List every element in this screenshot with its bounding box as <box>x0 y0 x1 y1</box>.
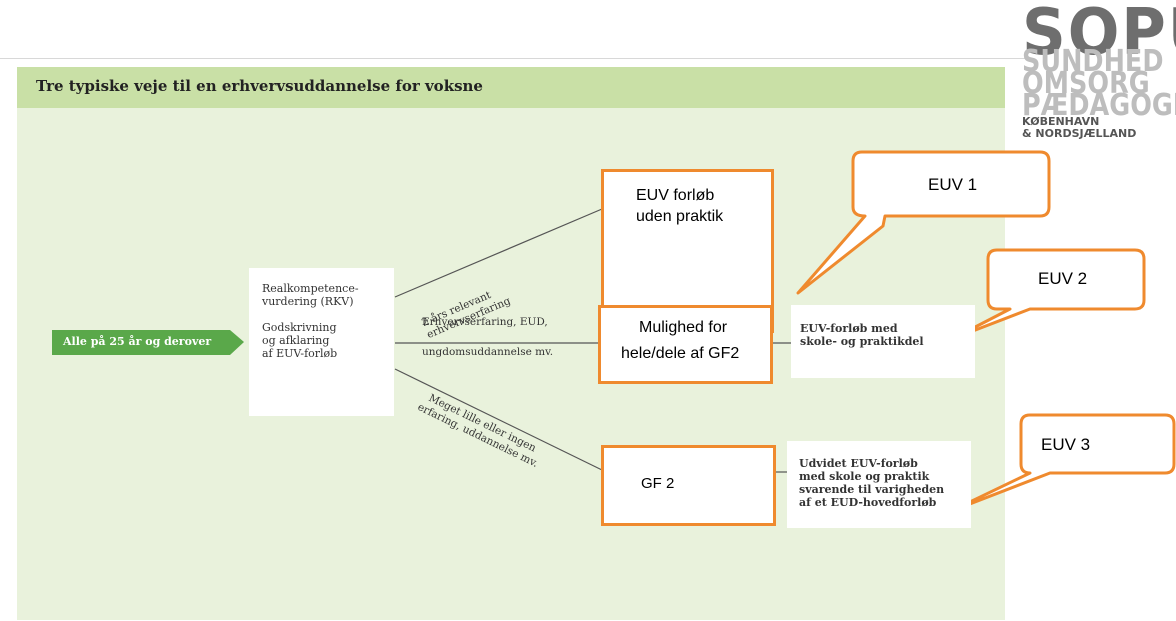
logo-main-text: SOPU <box>1022 0 1176 70</box>
callout-euv1-text: EUV 1 <box>928 175 978 194</box>
logo-location: KØBENHAVN & NORDSJÆLLAND <box>1022 116 1136 140</box>
result-middle-line1: EUV-forløb med <box>800 322 898 335</box>
box-mulighed-line1: Mulighed for <box>639 319 728 336</box>
box-mulighed-gf2: Mulighed for hele/dele af GF2 <box>598 305 773 384</box>
rkv-line3: Godskrivning <box>262 321 337 334</box>
path-label-middle-line2: ungdomsuddannelse mv. <box>422 346 554 358</box>
path-line-upper <box>394 208 603 298</box>
title-bar <box>17 67 1005 108</box>
result-lower-box: Udvidet EUV-forløb med skole og praktik … <box>787 441 971 528</box>
callout-euv2 <box>950 248 1146 341</box>
path-label-middle-line1: Erhvervserfaring, EUD, <box>422 316 548 328</box>
path-line-lower <box>394 368 603 471</box>
rkv-line4: og afklaring <box>262 334 330 347</box>
callout-euv2-text: EUV 2 <box>1038 269 1088 288</box>
box-gf2-label: GF 2 <box>641 475 675 492</box>
logo-sub-omsorg: OMSORG <box>1022 66 1150 101</box>
box-euv1-line1: EUV forløb <box>636 187 715 204</box>
callout-euv3 <box>947 413 1176 514</box>
diagram-title: Tre typiske veje til en erhvervsuddannel… <box>36 77 483 95</box>
result-middle-box: EUV-forløb med skole- og praktikdel <box>791 305 975 378</box>
box-mulighed-line2: hele/dele af GF2 <box>621 345 740 362</box>
header-divider <box>0 58 1030 59</box>
result-lower-line4: af et EUD-hovedforløb <box>799 496 937 509</box>
result-lower-line3: svarende til varigheden <box>799 483 945 496</box>
logo-sub-paedagogik: PÆDAGOGIK <box>1022 88 1176 123</box>
result-lower-line2: med skole og praktik <box>799 470 930 483</box>
rkv-line1: Realkompetence- <box>262 282 359 295</box>
logo-location-line2: & NORDSJÆLLAND <box>1022 127 1137 140</box>
start-arrow <box>52 330 244 355</box>
logo-location-line1: KØBENHAVN <box>1022 115 1100 128</box>
rkv-box: Realkompetence- vurdering (RKV) Godskriv… <box>249 268 394 416</box>
callout-euv3-text: EUV 3 <box>1041 435 1091 454</box>
callout-euv1 <box>796 150 1051 295</box>
rkv-line5: af EUV-forløb <box>262 347 338 360</box>
sopu-logo: SOPU SUNDHED OMSORG PÆDAGOGIK KØBENHAVN … <box>1008 0 1176 150</box>
rkv-line2: vurdering (RKV) <box>262 295 354 308</box>
result-middle-line2: skole- og praktikdel <box>800 335 924 348</box>
logo-sub-sundhed: SUNDHED <box>1022 44 1164 79</box>
start-label: Alle på 25 år og derover <box>63 335 212 348</box>
box-euv1-line2: uden praktik <box>636 208 724 225</box>
box-gf2: GF 2 <box>601 445 776 526</box>
result-lower-line1: Udvidet EUV-forløb <box>799 457 918 470</box>
